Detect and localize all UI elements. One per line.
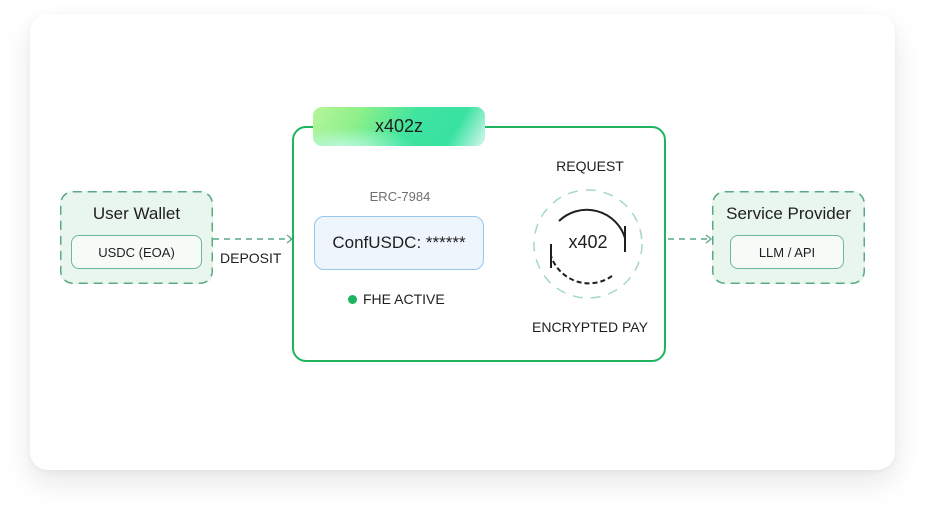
encrypted-pay-label: ENCRYPTED PAY — [532, 319, 648, 335]
pay-arc — [550, 255, 613, 285]
request-arc — [558, 208, 626, 239]
user-wallet-chip: USDC (EOA) — [71, 235, 202, 269]
status-dot-icon — [348, 294, 357, 304]
x402z-title-badge: x402z — [313, 107, 485, 146]
user-wallet-title: User Wallet — [92, 204, 181, 223]
token-standard-label: ERC-7984 — [369, 189, 431, 204]
fhe-status-text: FHE ACTIVE — [363, 291, 445, 307]
cycle-outer-ring — [533, 189, 643, 299]
user-wallet-node[interactable]: User Wallet USDC (EOA) — [60, 191, 213, 284]
x402-cycle-icon — [533, 189, 643, 299]
deposit-label: DEPOSIT — [220, 250, 282, 266]
service-provider-chip: LLM / API — [730, 235, 844, 269]
node-dashed-border — [712, 191, 865, 284]
node-dashed-border — [60, 191, 213, 284]
request-label: REQUEST — [556, 158, 624, 174]
x402-cycle-label: x402 — [568, 232, 608, 252]
fhe-status: FHE ACTIVE — [348, 291, 445, 307]
service-provider-node[interactable]: Service Provider LLM / API — [712, 191, 865, 284]
service-provider-title: Service Provider — [726, 204, 851, 223]
x402z-title: x402z — [374, 116, 424, 136]
confusdc-balance-box[interactable]: ConfUSDC: ****** — [314, 216, 484, 270]
provider-arrowhead — [705, 234, 713, 244]
